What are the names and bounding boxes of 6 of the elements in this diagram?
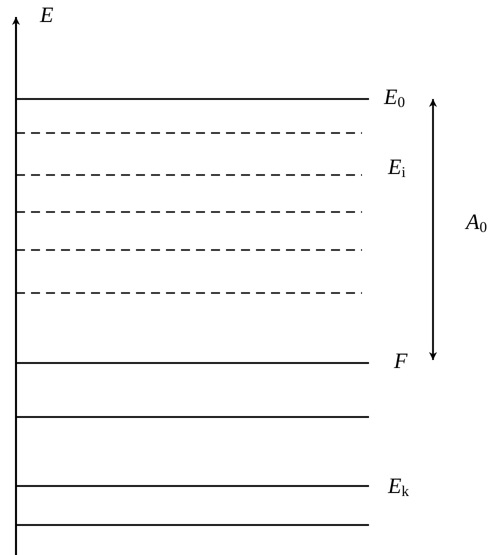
level-label: F bbox=[394, 350, 408, 372]
level-label: E$_{k}$ bbox=[388, 475, 409, 500]
level-label: E$_{0}$ bbox=[384, 86, 405, 111]
level-label: E$_{i}$ bbox=[388, 156, 406, 181]
dimension-label: A$_{0}$ bbox=[466, 211, 487, 236]
axis-label: E bbox=[40, 4, 54, 26]
